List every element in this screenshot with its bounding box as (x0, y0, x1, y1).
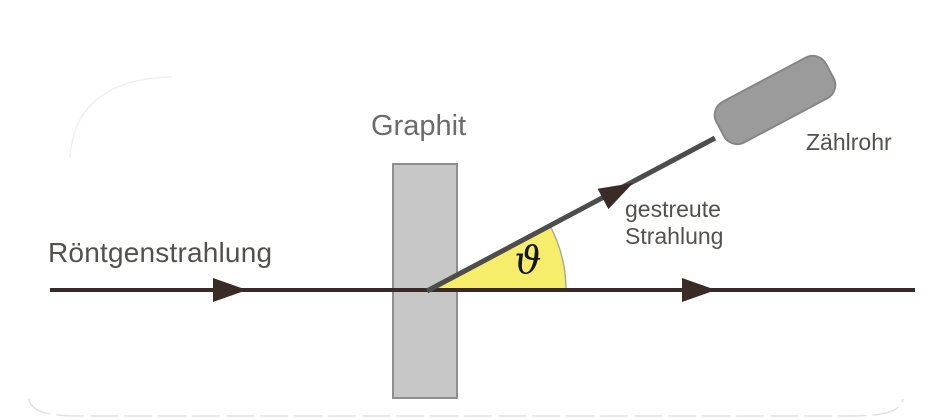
scattered-beam-arrowhead (597, 183, 633, 210)
counter-tube-label: Zählrohr (806, 129, 892, 155)
scattered-beam-label: gestreute Strahlung (625, 196, 723, 250)
scattered-beam-line (425, 135, 717, 294)
scattered-beam-label-line1: gestreute (625, 196, 721, 222)
scattered-beam-label-line2: Strahlung (625, 223, 724, 249)
graphite-label: Graphit (371, 110, 467, 142)
scattering-angle-symbol: ϑ (514, 238, 542, 282)
incident-beam-arrowhead (213, 278, 247, 302)
incident-beam-label: Röntgenstrahlung (48, 237, 273, 268)
transmitted-beam-arrowhead (682, 278, 716, 302)
frame-artifact-top-left (69, 76, 173, 159)
frame-artifact-bottom (28, 398, 904, 417)
counter-tube (713, 54, 837, 146)
